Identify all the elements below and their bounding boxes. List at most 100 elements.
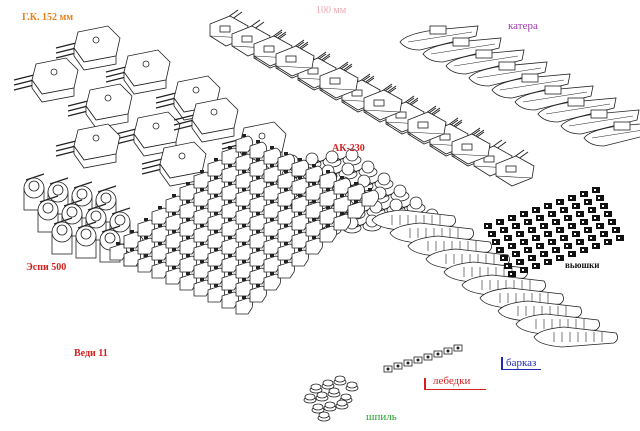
vyushka (556, 255, 564, 261)
vedi11-unit (179, 182, 197, 201)
vedi11-unit (305, 218, 323, 237)
vyushka (512, 223, 520, 229)
vyushka (508, 215, 516, 221)
vyushka (580, 191, 588, 197)
vedi11-unit (221, 272, 239, 291)
label-vyushki: вьюшки (565, 260, 600, 270)
label-lebedki: лебедки (433, 375, 471, 387)
vedi11-unit (319, 188, 337, 207)
shpil-group (303, 375, 359, 422)
vyushka (556, 199, 564, 205)
vyushka (536, 243, 544, 249)
vedi11-unit (165, 248, 183, 267)
shpil-unit (309, 383, 323, 394)
vyushka (500, 227, 508, 233)
turret-152 (105, 49, 171, 95)
vyushka (584, 199, 592, 205)
vyushka (544, 203, 552, 209)
vedi11-unit (123, 230, 141, 249)
vyushka (528, 255, 536, 261)
vedi11-unit (333, 194, 351, 213)
vedi11-unit (235, 188, 253, 207)
vyushka (544, 259, 552, 265)
vedi11-unit (235, 170, 253, 189)
vyushka (588, 207, 596, 213)
vyushka (544, 231, 552, 237)
barkaz-group (371, 209, 618, 348)
vedi11-unit (305, 164, 323, 183)
vedi11-unit (165, 212, 183, 231)
ak230-mount (331, 162, 358, 180)
vyushka (600, 203, 608, 209)
vedi11-unit (277, 152, 295, 171)
lebedka (413, 356, 423, 364)
mount-100mm (407, 105, 447, 143)
mount-100mm (451, 127, 491, 165)
vedi11-unit (249, 158, 267, 177)
vedi11-unit (193, 170, 211, 189)
vedi11-unit (235, 296, 253, 315)
shpil-unit (345, 381, 359, 392)
vedi11-unit (151, 260, 169, 279)
vedi11-unit (151, 242, 169, 261)
vyushka (608, 219, 616, 225)
vyushka (612, 227, 620, 233)
vyushka (552, 247, 560, 253)
vedi11-unit (291, 248, 309, 267)
lebedka (383, 365, 393, 373)
vedi11-unit (179, 200, 197, 219)
label-espi-500: Эспи 500 (26, 262, 67, 273)
turrets-152-group (13, 25, 287, 187)
vyushka (492, 239, 500, 245)
espi500-unit (37, 195, 59, 233)
vedi11-unit (165, 266, 183, 285)
vedi11-unit (179, 218, 197, 237)
vyushka (580, 247, 588, 253)
vedi11-unit (235, 224, 253, 243)
vyushka (592, 215, 600, 221)
vedi11-unit (249, 284, 267, 303)
vedi11-unit (291, 212, 309, 231)
vyushka (484, 223, 492, 229)
vedi11-unit (193, 188, 211, 207)
vyushka (532, 263, 540, 269)
espi500-group (23, 173, 145, 267)
vedi11-unit (319, 170, 337, 189)
vedi11-unit (221, 200, 239, 219)
shpil-unit (317, 411, 331, 422)
vedi11-unit (221, 218, 239, 237)
vedi11-unit (235, 260, 253, 279)
vyushka (580, 219, 588, 225)
lebedki-marker-line (426, 389, 486, 390)
vyushka (600, 231, 608, 237)
vedi11-unit (291, 194, 309, 213)
vedi11-unit (137, 254, 155, 273)
vedi11-unit (235, 278, 253, 297)
vyushka (520, 267, 528, 273)
barkaz-marker-tick (501, 357, 503, 369)
vedi11-unit (249, 140, 267, 159)
vedi11-unit (235, 134, 253, 153)
vyushka (532, 235, 540, 241)
vedi11-unit (277, 188, 295, 207)
barkaz-marker-line (501, 369, 541, 370)
lebedka (443, 347, 453, 355)
vedi11-unit (361, 188, 379, 207)
mounts-100mm-group (209, 9, 535, 187)
vyushka (564, 243, 572, 249)
mount-100mm (319, 61, 359, 99)
vedi11-unit (263, 164, 281, 183)
vyushka (496, 247, 504, 253)
vedi11-unit (235, 152, 253, 171)
vedi11-unit (305, 200, 323, 219)
vedi11-unit (249, 248, 267, 267)
vedi11-unit (221, 236, 239, 255)
kater (583, 121, 640, 147)
lebedki-group (383, 344, 463, 373)
turret-152 (173, 97, 239, 143)
vyushka (516, 259, 524, 265)
vedi11-unit (319, 224, 337, 243)
kater (560, 109, 640, 135)
vyushka (576, 239, 584, 245)
